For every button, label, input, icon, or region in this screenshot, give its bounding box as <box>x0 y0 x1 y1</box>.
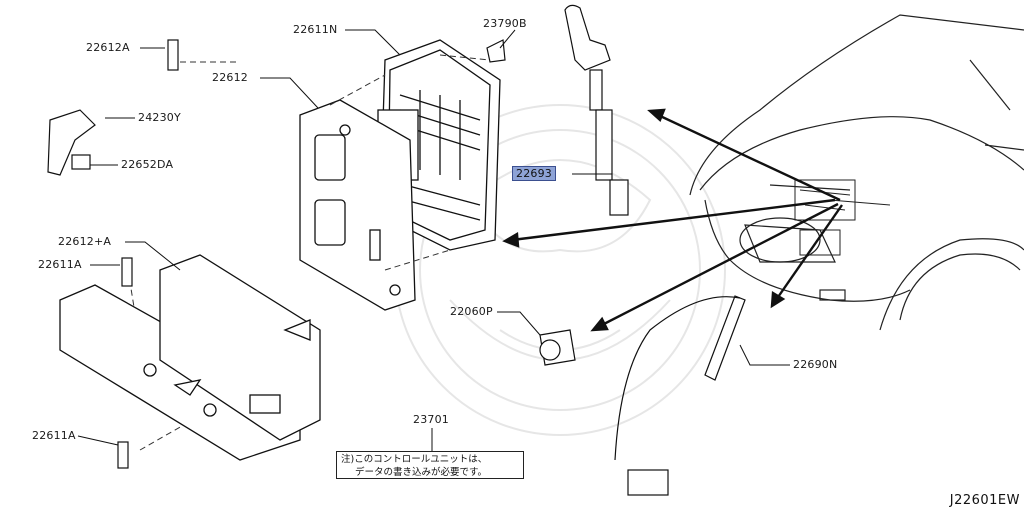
vehicle-outline <box>689 14 1024 331</box>
callout-arrows <box>502 108 843 332</box>
note-box: 注)このコントロールユニットは、 データの書き込みが必要です。 <box>336 451 524 479</box>
part-label-22611N[interactable]: 22611N <box>293 23 338 36</box>
part-label-22612[interactable]: 22612 <box>212 71 248 84</box>
oxygen-sensor-22690N <box>614 295 746 496</box>
leader-lines <box>77 29 790 451</box>
small-parts <box>47 39 506 469</box>
note-line-1: 注)このコントロールユニットは、 <box>341 454 488 465</box>
part-label-22612A[interactable]: 22612A <box>86 41 130 54</box>
part-label-23790B[interactable]: 23790B <box>483 17 527 30</box>
part-label-22611A-bottom[interactable]: 22611A <box>32 429 76 442</box>
part-label-22612pA[interactable]: 22612+A <box>58 235 112 248</box>
part-label-22693[interactable]: 22693 <box>512 166 556 181</box>
part-label-22652DA[interactable]: 22652DA <box>121 158 174 171</box>
part-label-24230Y[interactable]: 24230Y <box>138 111 181 124</box>
part-label-22690N[interactable]: 22690N <box>793 358 838 371</box>
part-label-22060P[interactable]: 22060P <box>450 305 493 318</box>
part-label-23701[interactable]: 23701 <box>413 413 449 426</box>
lower-bracket-22612pA <box>59 254 321 461</box>
part-label-22611A-top[interactable]: 22611A <box>38 258 82 271</box>
ignition-coil-22693 <box>564 4 629 216</box>
note-line-2: データの書き込みが必要です。 <box>355 467 488 478</box>
sensor-22060P <box>539 329 576 366</box>
diagram-code: J22601EW <box>949 493 1020 508</box>
